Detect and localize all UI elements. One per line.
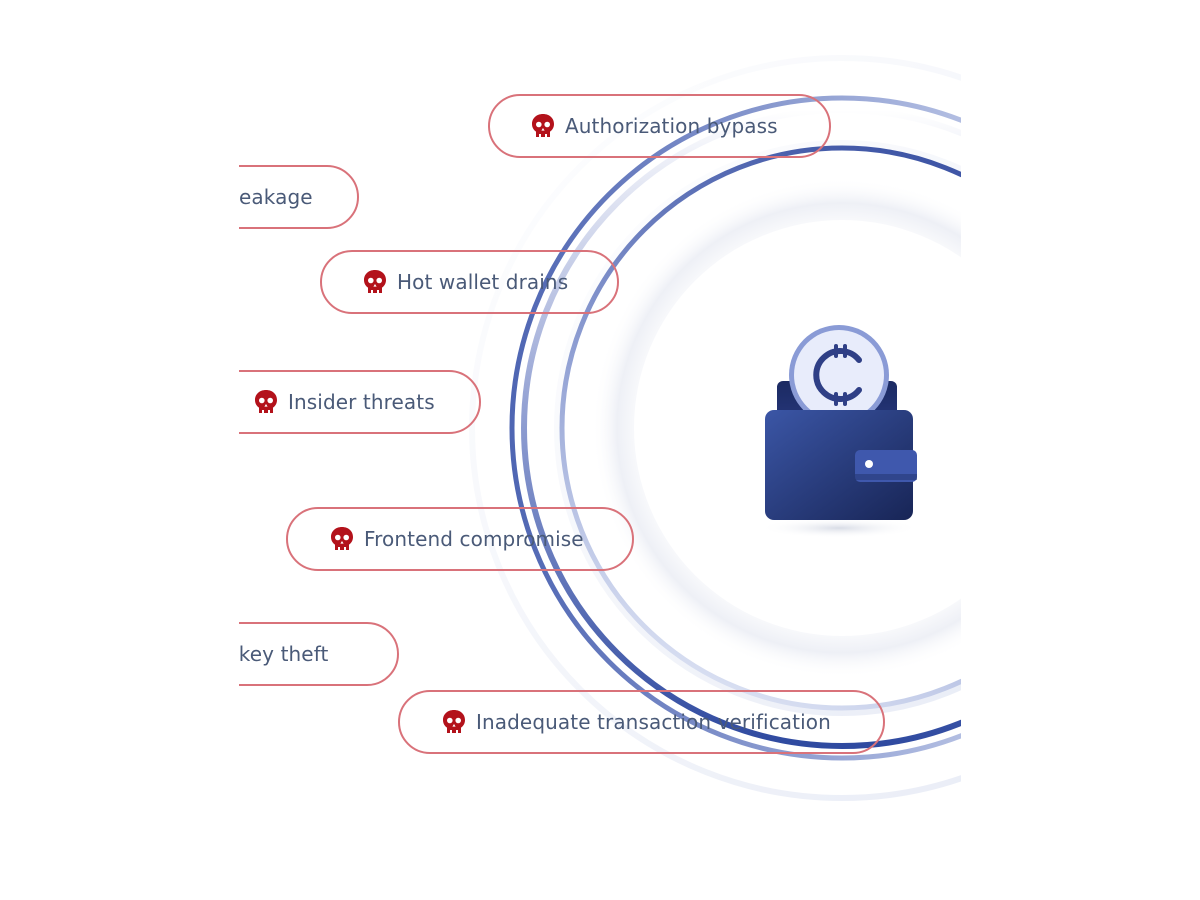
threat-label: Hot wallet drains xyxy=(397,270,569,294)
outer-faint-ring xyxy=(469,55,961,801)
skull-icon xyxy=(331,527,353,550)
threat-pill-insider-threats: Insider threats xyxy=(239,370,481,434)
threat-pill-authorization-bypass: Authorization bypass xyxy=(488,94,831,158)
threat-pill-data-leakage: eakage xyxy=(239,165,359,229)
ring-outer xyxy=(509,95,961,761)
crypto-coin-icon xyxy=(789,325,889,425)
ring-middle xyxy=(554,140,961,716)
skull-icon xyxy=(443,710,465,733)
threat-pill-frontend-compromise: Frontend compromise xyxy=(286,507,634,571)
threat-label: eakage xyxy=(239,185,313,209)
threat-label: Inadequate transaction verification xyxy=(476,710,831,734)
threat-label: Frontend compromise xyxy=(364,527,584,551)
threat-label: te key theft xyxy=(239,642,329,666)
wallet-icon xyxy=(759,325,919,538)
ring-inner xyxy=(559,145,961,711)
skull-icon xyxy=(532,114,554,137)
skull-icon xyxy=(364,270,386,293)
skull-icon xyxy=(255,390,277,413)
threat-label: Insider threats xyxy=(288,390,435,414)
diagram-stage: Authorization bypass eakage Hot wallet d… xyxy=(239,0,961,900)
threat-label: Authorization bypass xyxy=(565,114,778,138)
threat-pill-private-key-theft: te key theft xyxy=(239,622,399,686)
ring-large xyxy=(521,107,961,749)
threat-pill-hot-wallet-drains: Hot wallet drains xyxy=(320,250,619,314)
threat-pill-inadequate-transaction-verification: Inadequate transaction verification xyxy=(398,690,885,754)
